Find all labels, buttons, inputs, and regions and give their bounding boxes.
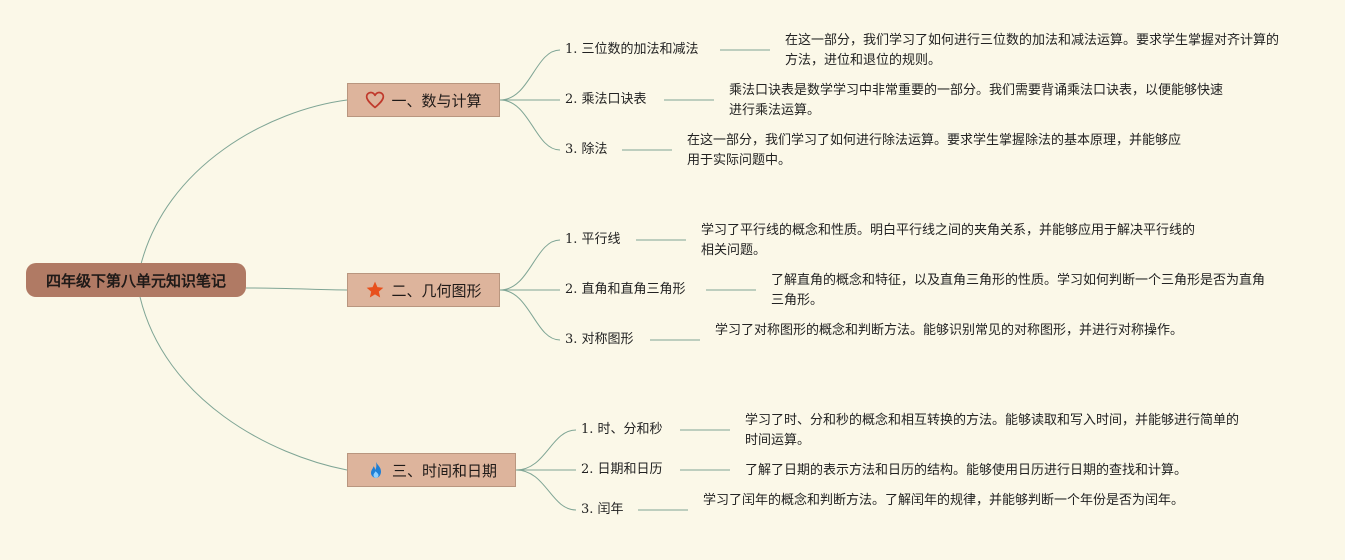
subtopic-label[interactable]: 2. 日期和日历 [581, 462, 663, 477]
subtopic-label[interactable]: 3. 对称图形 [565, 332, 634, 347]
branch1-link-1 [499, 49, 561, 101]
branch2-link-1 [499, 239, 561, 291]
subtopic-note: 在这一部分，我们学习了如何进行三位数的加法和减法运算。要求学生掌握对齐计算的方法… [785, 33, 1280, 68]
subtopic-label[interactable]: 3. 闰年 [581, 502, 624, 517]
root-topic-label: 四年级下第八单元知识笔记 [45, 271, 226, 290]
subtopic-note: 学习了平行线的概念和性质。明白平行线之间的夹角关系，并能够应用于解决平行线的相关… [701, 223, 1196, 258]
heart-icon [366, 91, 385, 109]
subtopic-note: 了解了日期的表示方法和日历的结构。能够使用日历进行日期的查找和计算。 [745, 463, 1188, 478]
branch3-link-1 [515, 429, 577, 471]
root-link-3 [139, 296, 348, 471]
root-link-2 [245, 287, 348, 291]
subtopic-note: 了解直角的概念和特征，以及直角三角形的性质。学习如何判断一个三角形是否为直角三角… [771, 273, 1266, 308]
subtopic-label[interactable]: 2. 直角和直角三角形 [565, 282, 686, 297]
subtopic-label[interactable]: 3. 除法 [565, 142, 608, 157]
subtopic-note: 乘法口诀表是数学学习中非常重要的一部分。我们需要背诵乘法口诀表，以便能够快速进行… [729, 83, 1224, 118]
branch2-link-3 [499, 289, 561, 341]
subtopic-note: 学习了闰年的概念和判断方法。了解闰年的规律，并能够判断一个年份是否为闰年。 [703, 493, 1185, 508]
branch-topic-geometry[interactable]: 二、几何图形 [347, 273, 500, 307]
subtopic-label[interactable]: 1. 平行线 [565, 232, 621, 247]
branch3-link-3 [515, 469, 577, 511]
subtopic-label[interactable]: 2. 乘法口诀表 [565, 92, 647, 107]
root-topic[interactable]: 四年级下第八单元知识笔记 [26, 263, 246, 297]
branch1-link-3 [499, 99, 561, 151]
root-link-1 [139, 99, 348, 269]
flame-icon [370, 461, 381, 478]
subtopic-note: 在这一部分，我们学习了如何进行除法运算。要求学生掌握除法的基本原理，并能够应用于… [687, 133, 1182, 168]
subtopic-note: 学习了时、分和秒的概念和相互转换的方法。能够读取和写入时间，并能够进行简单的时间… [745, 413, 1240, 448]
subtopic-note: 学习了对称图形的概念和判断方法。能够识别常见的对称图形，并进行对称操作。 [715, 323, 1184, 338]
branch-topic-label: 一、数与计算 [391, 91, 482, 110]
subtopic-label[interactable]: 1. 三位数的加法和减法 [565, 42, 699, 57]
subtopic-label[interactable]: 1. 时、分和秒 [581, 422, 663, 437]
branch-topic-label: 三、时间和日期 [391, 461, 497, 480]
star-icon [367, 281, 384, 298]
branch-topic-label: 二、几何图形 [391, 281, 482, 300]
branch-topic-number-calculation[interactable]: 一、数与计算 [347, 83, 500, 117]
branch-topic-time-date[interactable]: 三、时间和日期 [347, 453, 516, 487]
